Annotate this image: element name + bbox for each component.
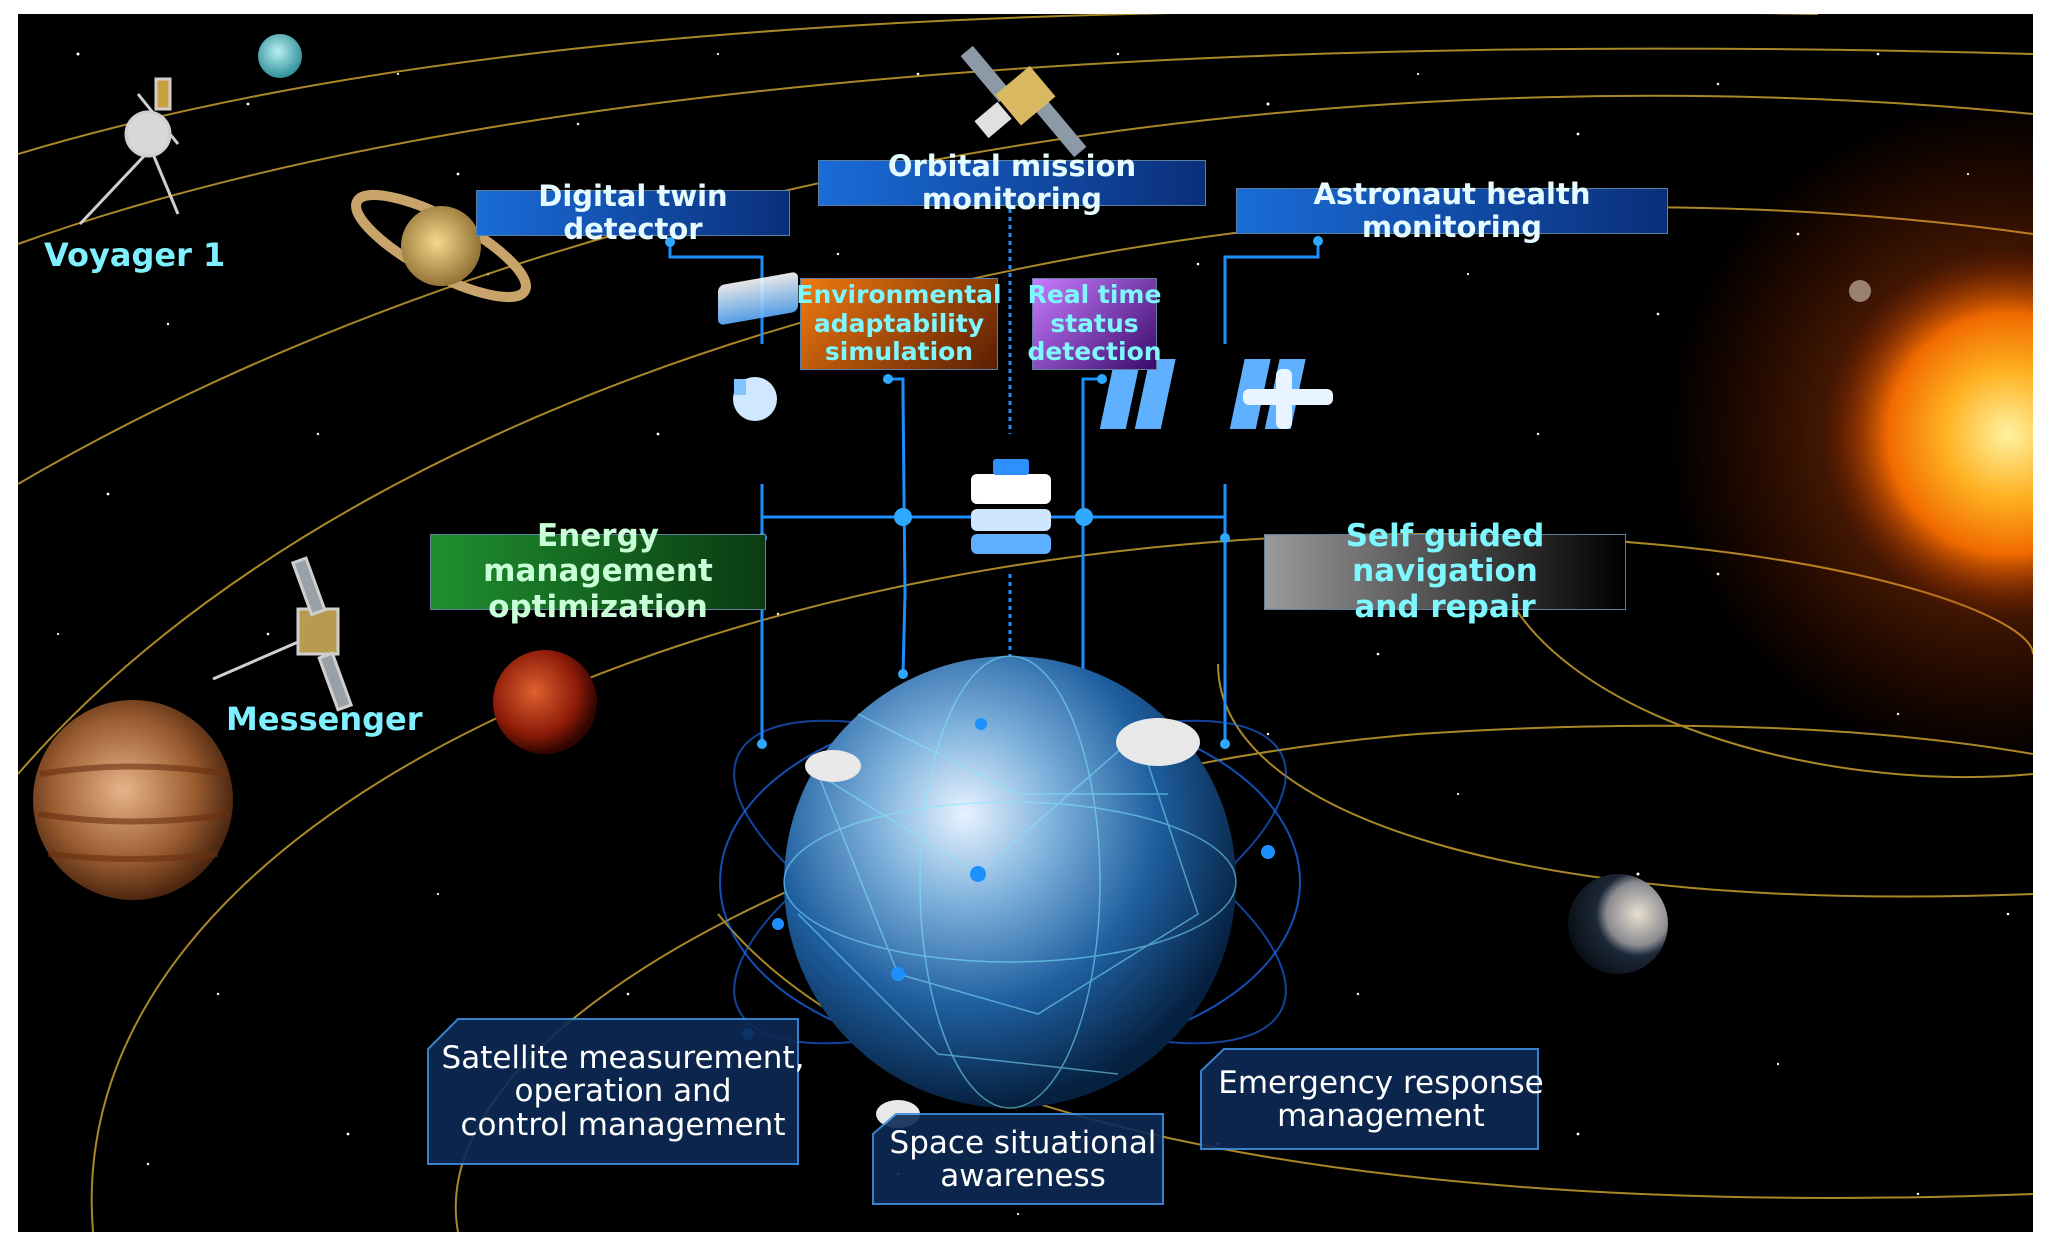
jupiter-bands bbox=[37, 763, 231, 862]
data-center-icon bbox=[971, 459, 1051, 554]
messenger-label: Messenger bbox=[226, 700, 423, 738]
orbit-rings bbox=[18, 14, 2033, 1232]
sun bbox=[1823, 249, 2033, 619]
orbiter-craft bbox=[960, 45, 1087, 158]
emergency-response-label: Emergency response management bbox=[1218, 1064, 1544, 1134]
jupiter bbox=[33, 700, 233, 900]
voyager-craft bbox=[78, 77, 180, 226]
mars bbox=[493, 650, 597, 754]
background-artwork bbox=[18, 14, 2033, 1232]
bottom-plates bbox=[427, 1018, 1539, 1205]
space-station-icon bbox=[1099, 359, 1333, 429]
self-guided-label: Self guided navigation and repair bbox=[1264, 518, 1626, 625]
uranus bbox=[258, 34, 302, 78]
connector-lines bbox=[668, 209, 1320, 744]
mercury bbox=[1849, 280, 1871, 302]
energy-label: Energy management optimization bbox=[430, 518, 766, 625]
moon bbox=[1568, 874, 1668, 974]
astronaut-health-label: Astronaut health monitoring bbox=[1236, 177, 1668, 244]
voyager-label: Voyager 1 bbox=[44, 236, 226, 274]
space-diagram: Orbital mission monitoring Digital twin … bbox=[18, 14, 2033, 1232]
satellite-management-label: Satellite measurement, operation and con… bbox=[441, 1039, 805, 1143]
digital-twin-label: Digital twin detector bbox=[476, 179, 790, 246]
digital-twin-icon bbox=[718, 272, 798, 421]
orbital-mission-label: Orbital mission monitoring bbox=[818, 149, 1206, 216]
messenger-craft bbox=[212, 556, 354, 712]
saturn bbox=[351, 190, 531, 302]
space-awareness-label: Space situational awareness bbox=[889, 1124, 1157, 1194]
environmental-label: Environmental adaptability simulation bbox=[796, 278, 1002, 370]
earth-network bbox=[719, 655, 1301, 1128]
real-time-label: Real time status detection bbox=[1027, 278, 1162, 370]
